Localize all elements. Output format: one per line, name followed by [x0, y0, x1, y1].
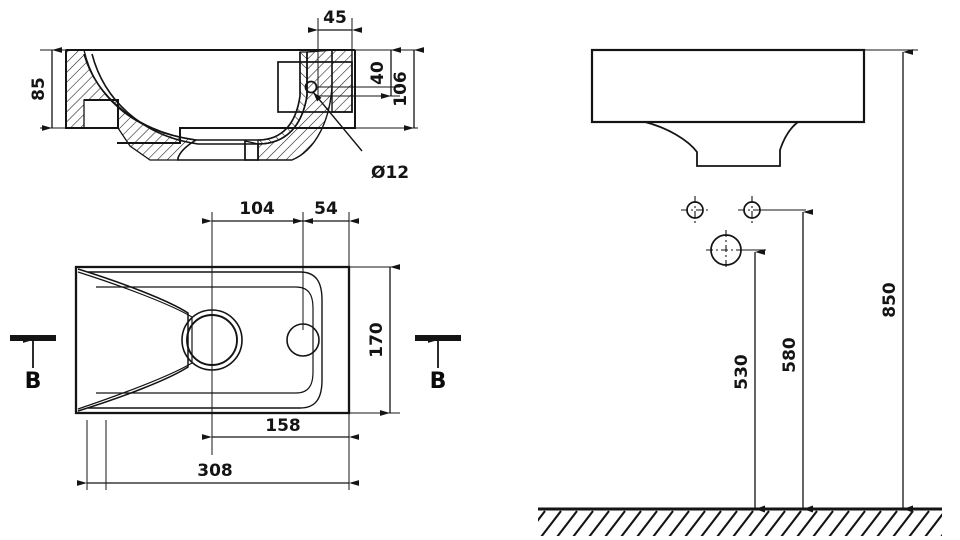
basin-plan-outline — [74, 265, 351, 415]
dim-label-54: 54 — [314, 199, 338, 219]
dim-label-85: 85 — [29, 77, 49, 101]
dim-label-dia12: Ø12 — [371, 163, 409, 183]
tap-hole-plan — [286, 323, 320, 357]
dia12-leader — [312, 91, 363, 152]
bowl-slope-edge — [77, 268, 189, 412]
dim-label-45: 45 — [323, 8, 347, 28]
waste-outlet-inner — [186, 314, 238, 366]
dim-label-106: 106 — [391, 71, 411, 107]
floor-line — [538, 507, 942, 536]
dim-308 — [77, 420, 359, 490]
bowl-rim-outer — [88, 271, 323, 409]
dim-label-530: 530 — [732, 354, 752, 390]
section-marker-right — [415, 335, 461, 368]
dim-label-170: 170 — [367, 322, 387, 358]
section-hatch-right-body — [257, 49, 333, 161]
section-hatch-left-wall — [65, 49, 198, 161]
plan-reference-lines — [105, 212, 400, 490]
view-plan — [10, 212, 461, 490]
fixing-bolt-left — [681, 196, 709, 224]
dim-label-580: 580 — [780, 337, 800, 373]
basin-underbowl — [644, 121, 799, 167]
section-reference-lines — [40, 18, 418, 129]
dim-label-158: 158 — [265, 416, 301, 436]
floor-hatching — [538, 510, 942, 536]
section-marker-left — [10, 335, 56, 368]
basin-elevation-body — [590, 48, 866, 124]
bowl-slope-edge-2 — [77, 271, 193, 410]
bowl-rim-inner — [96, 286, 314, 394]
dim-label-308: 308 — [197, 461, 233, 481]
view-elevation — [538, 48, 942, 536]
dim-label-40: 40 — [368, 61, 388, 85]
dim-label-104: 104 — [239, 199, 275, 219]
waste-outlet-outer — [181, 309, 243, 371]
bowl-inner-profile — [83, 52, 308, 145]
section-hatch-ledge-wall — [331, 49, 353, 113]
dim-label-850: 850 — [880, 282, 900, 318]
view-section-bb — [40, 18, 424, 161]
section-label-left: B — [25, 369, 42, 394]
section-label-right: B — [430, 369, 447, 394]
